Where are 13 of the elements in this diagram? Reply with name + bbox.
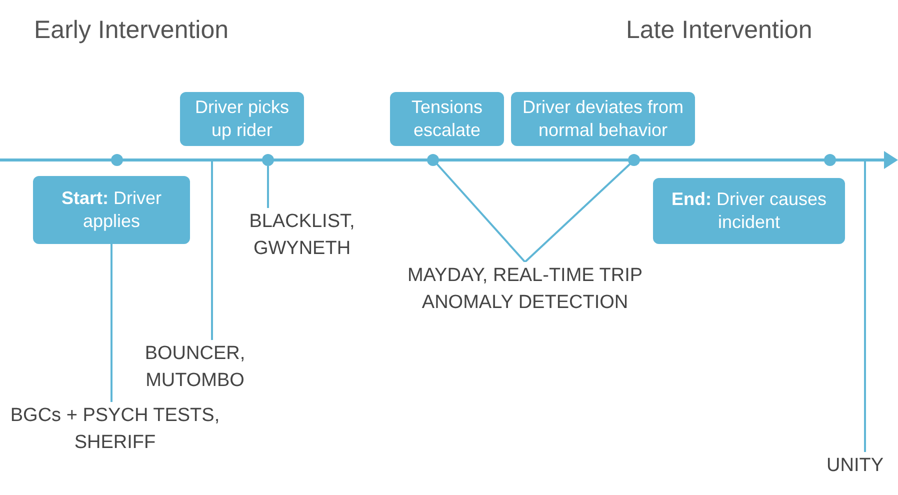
leader-line [211, 160, 213, 340]
event-box: Driver deviates from normal behavior [511, 92, 695, 146]
event-box: End: Driver causes incident [653, 178, 845, 244]
leader-line [267, 166, 269, 208]
leader-line [524, 163, 631, 263]
leader-line [436, 163, 526, 263]
event-box: Tensions escalate [390, 92, 504, 146]
event-box: Driver picks up rider [180, 92, 304, 146]
leader-line [110, 244, 112, 402]
event-box: Start: Driver applies [33, 176, 190, 244]
leader-line [864, 160, 866, 452]
section-heading: Late Intervention [626, 15, 812, 46]
section-heading: Early Intervention [34, 15, 229, 46]
